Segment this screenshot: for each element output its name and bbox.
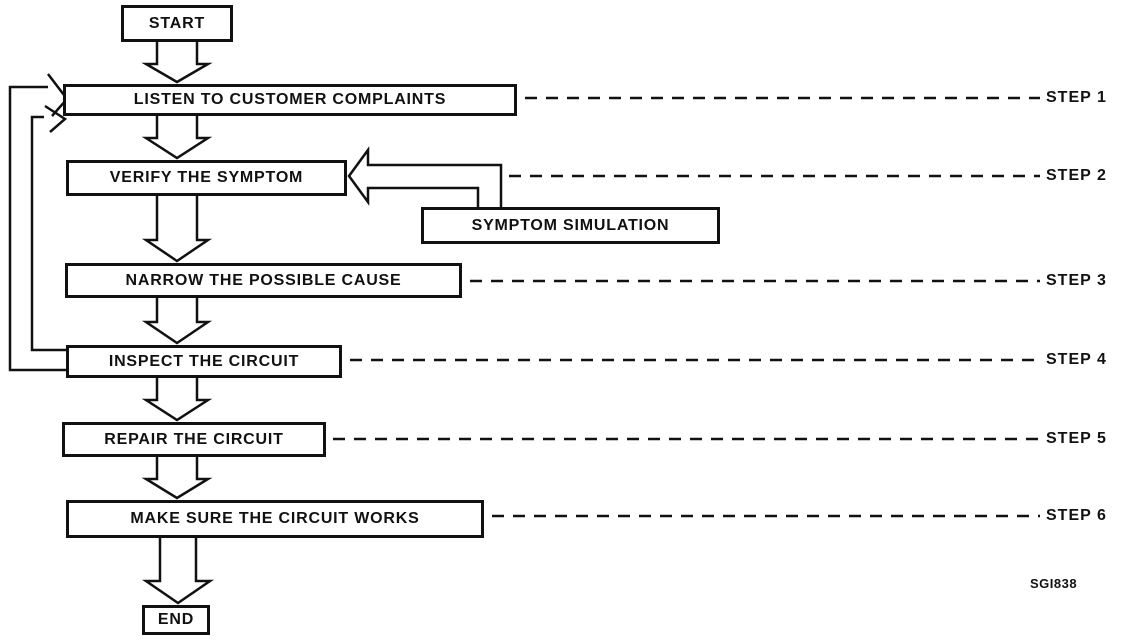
- node-repair-the-circuit: REPAIR THE CIRCUIT: [62, 422, 326, 457]
- step-label-2: STEP 2: [1046, 167, 1107, 184]
- step-label-1: STEP 1: [1046, 89, 1107, 106]
- node-make-sure-the-circuit-works: MAKE SURE THE CIRCUIT WORKS: [66, 500, 484, 538]
- flow-arrow-listen-to-verify: [141, 115, 213, 160]
- node-verify-the-symptom: VERIFY THE SYMPTOM: [66, 160, 347, 196]
- step-label-3: STEP 3: [1046, 272, 1107, 289]
- figure-code: SGI838: [1030, 576, 1078, 591]
- feedback-arrowhead-inner: [44, 104, 68, 133]
- flow-arrow-start-to-listen: [141, 42, 213, 84]
- node-inspect-the-circuit: INSPECT THE CIRCUIT: [66, 345, 342, 378]
- flow-arrow-makesure-to-end: [141, 538, 215, 605]
- flow-arrow-simulation-to-verify: [347, 146, 503, 207]
- feedback-line-inner: [30, 115, 66, 352]
- flow-arrow-narrow-to-inspect: [141, 298, 213, 345]
- flow-arrow-repair-to-makesure: [141, 457, 213, 500]
- node-narrow-the-possible-cause: NARROW THE POSSIBLE CAUSE: [65, 263, 462, 298]
- node-end: END: [142, 605, 210, 635]
- node-listen-to-customer-complaints: LISTEN TO CUSTOMER COMPLAINTS: [63, 84, 517, 116]
- step-label-4: STEP 4: [1046, 351, 1107, 368]
- node-start: START: [121, 5, 233, 42]
- node-symptom-simulation: SYMPTOM SIMULATION: [421, 207, 720, 244]
- step-label-6: STEP 6: [1046, 507, 1107, 524]
- step-label-5: STEP 5: [1046, 430, 1107, 447]
- feedback-line-outer: [8, 85, 66, 372]
- flow-arrow-inspect-to-repair: [141, 378, 213, 422]
- flow-arrow-verify-to-narrow: [141, 196, 213, 263]
